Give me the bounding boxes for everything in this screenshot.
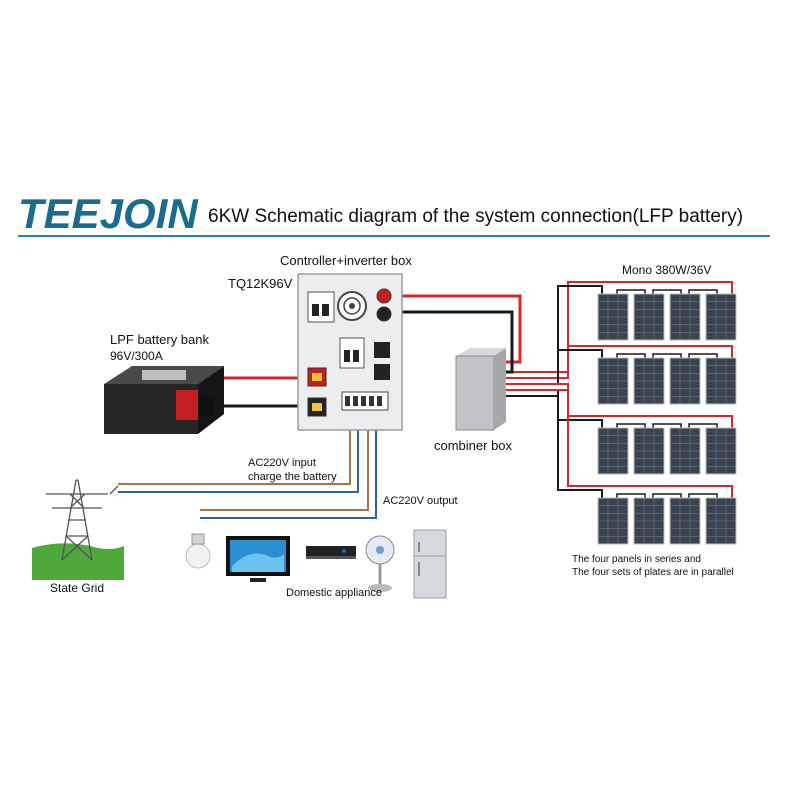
diagram-title: 6KW Schematic diagram of the system conn… bbox=[208, 206, 743, 227]
solar-panel bbox=[633, 357, 665, 405]
ac-output-live-wire bbox=[200, 412, 369, 511]
series-link-wire bbox=[688, 423, 718, 428]
socket-1 bbox=[374, 342, 390, 358]
breaker-switch-2 bbox=[339, 337, 365, 369]
battery-negative-clamp bbox=[198, 398, 214, 416]
combiner-label: combiner box bbox=[434, 438, 513, 453]
pv-input-wiring bbox=[392, 294, 522, 374]
tv-icon bbox=[226, 536, 290, 582]
logo-text: TEEJOIN bbox=[18, 190, 199, 237]
bulb-icon bbox=[185, 533, 211, 569]
series-link-wire bbox=[616, 493, 646, 498]
row-positive-wire bbox=[506, 389, 733, 498]
row-positive-wire bbox=[506, 345, 733, 379]
panel-note-line1: The four panels in series and bbox=[572, 554, 701, 565]
grid-label: State Grid bbox=[50, 581, 104, 595]
solar-panel bbox=[705, 427, 737, 475]
solar-panel bbox=[705, 497, 737, 545]
series-link-wire bbox=[616, 353, 646, 358]
series-link-wire bbox=[616, 289, 646, 294]
solar-panel bbox=[633, 293, 665, 341]
series-link-wire bbox=[616, 423, 646, 428]
ac-output-neutral-wire bbox=[200, 412, 377, 519]
ac-input-label-line1: AC220V input bbox=[248, 457, 316, 469]
solar-wiring bbox=[506, 281, 733, 498]
series-link-wire bbox=[688, 493, 718, 498]
state-grid bbox=[32, 479, 124, 580]
row-negative-wire bbox=[506, 395, 603, 498]
solar-panel bbox=[633, 427, 665, 475]
series-link-wire bbox=[688, 289, 718, 294]
pv-negative-wire bbox=[392, 310, 514, 374]
controller-title: Controller+inverter box bbox=[280, 253, 412, 268]
row-positive-wire bbox=[506, 281, 733, 373]
solar-panel bbox=[705, 293, 737, 341]
ac-output-label: AC220V output bbox=[383, 495, 458, 507]
ac-input-live-wire bbox=[118, 412, 351, 485]
series-link-wire bbox=[652, 423, 682, 428]
battery-positive-clamp bbox=[176, 390, 198, 420]
solar-panel bbox=[597, 357, 629, 405]
pv-negative-terminal bbox=[376, 306, 392, 322]
series-link-wire bbox=[652, 353, 682, 358]
solar-panel bbox=[597, 293, 629, 341]
solar-panel bbox=[705, 357, 737, 405]
appliances-label: Domestic appliance bbox=[286, 587, 382, 599]
series-link-wire bbox=[688, 353, 718, 358]
battery-bank bbox=[104, 366, 224, 434]
battery-title: LPF battery bank bbox=[110, 332, 209, 347]
breaker-switch-1 bbox=[307, 291, 335, 323]
panels-title: Mono 380W/36V bbox=[622, 263, 711, 277]
grass-field bbox=[32, 543, 124, 580]
ac-input-label-line2: charge the battery bbox=[248, 471, 337, 483]
ac-wiring bbox=[118, 412, 377, 519]
combiner-box bbox=[455, 348, 506, 431]
solar-panel bbox=[597, 427, 629, 475]
series-link-wire bbox=[652, 289, 682, 294]
solar-panel bbox=[669, 293, 701, 341]
solar-panel bbox=[669, 357, 701, 405]
controller-model: TQ12K96V bbox=[228, 276, 293, 291]
solar-panel bbox=[669, 427, 701, 475]
controller-inverter-box bbox=[297, 273, 403, 431]
battery-handle bbox=[142, 370, 186, 380]
refrigerator-icon bbox=[413, 529, 447, 599]
brand-logo: TEEJOIN bbox=[18, 190, 199, 237]
socket-2 bbox=[374, 364, 390, 380]
solar-panel bbox=[633, 497, 665, 545]
solar-array bbox=[597, 293, 737, 545]
solar-panel bbox=[669, 497, 701, 545]
ac-input-neutral-wire bbox=[118, 412, 359, 493]
dvd-player-icon bbox=[306, 546, 356, 559]
fan-icon bbox=[365, 535, 395, 592]
panel-note-line2: The four sets of plates are in parallel bbox=[572, 567, 734, 578]
battery-spec: 96V/300A bbox=[110, 349, 163, 363]
solar-panel bbox=[597, 497, 629, 545]
pv-positive-terminal bbox=[376, 288, 392, 304]
power-tower-icon bbox=[46, 479, 119, 561]
series-link-wire bbox=[652, 493, 682, 498]
